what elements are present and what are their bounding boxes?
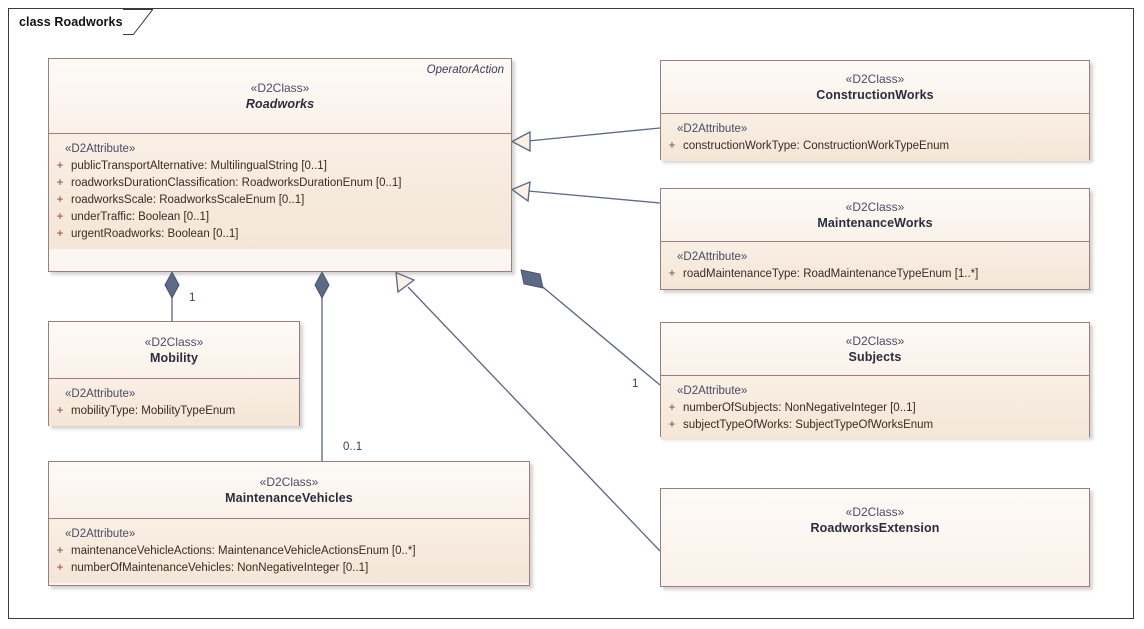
- class-separator-maintenanceworks: [661, 241, 1089, 242]
- attribute-visibility: +: [668, 419, 676, 431]
- class-name-subjects: Subjects: [848, 349, 902, 364]
- class-stereotype-roadworksextension: «D2Class»: [845, 505, 905, 519]
- class-separator-mobility: [49, 378, 299, 379]
- class-stereotype-mobility: «D2Class»: [144, 334, 204, 349]
- attribute-stereotype-maintenancevehicles: «D2Attribute»: [65, 528, 136, 540]
- attribute-visibility: +: [56, 228, 64, 240]
- attribute-row: + publicTransportAlternative: Multilingu…: [49, 158, 511, 175]
- class-separator-constructionworks: [661, 113, 1089, 114]
- attribute-visibility: +: [56, 405, 64, 417]
- attribute-visibility: +: [56, 545, 64, 557]
- attribute-text: mobilityType: MobilityTypeEnum: [71, 405, 236, 417]
- attribute-row: + mobilityType: MobilityTypeEnum: [49, 403, 299, 420]
- attribute-visibility: +: [56, 160, 64, 172]
- class-box-mobility[interactable]: «D2Class» Mobility «D2Attribute» + mobil…: [48, 321, 300, 426]
- attribute-row: + urgentRoadworks: Boolean [0..1]: [49, 226, 511, 243]
- attribute-visibility: +: [56, 562, 64, 574]
- multiplicity-mobility: 1: [189, 292, 196, 304]
- class-attributes-constructionworks: «D2Attribute» + constructionWorkType: Co…: [661, 114, 1089, 161]
- attribute-row: + underTraffic: Boolean [0..1]: [49, 209, 511, 226]
- class-header-maintenanceworks: «D2Class» MaintenanceWorks: [661, 189, 1089, 241]
- class-stereotype-roadworks: «D2Class»: [250, 80, 310, 95]
- attribute-text: publicTransportAlternative: Multilingual…: [71, 160, 327, 172]
- attribute-row: + constructionWorkType: ConstructionWork…: [661, 138, 1089, 155]
- class-stereotype-subjects: «D2Class»: [845, 333, 905, 348]
- diagram-frame: [8, 8, 1134, 619]
- attribute-visibility: +: [56, 211, 64, 223]
- attribute-text: subjectTypeOfWorks: SubjectTypeOfWorksEn…: [683, 419, 934, 431]
- class-box-constructionworks[interactable]: «D2Class» ConstructionWorks «D2Attribute…: [660, 60, 1090, 161]
- class-tag-roadworks: OperatorAction: [426, 64, 504, 76]
- class-name-maintenancevehicles: MaintenanceVehicles: [225, 490, 353, 505]
- class-header-subjects: «D2Class» Subjects: [661, 323, 1089, 375]
- attribute-stereotype-roadworks: «D2Attribute»: [65, 143, 136, 155]
- attribute-stereotype-constructionworks: «D2Attribute»: [677, 123, 748, 135]
- multiplicity-subjects: 1: [632, 378, 639, 390]
- class-header-maintenancevehicles: «D2Class» MaintenanceVehicles: [49, 462, 529, 518]
- attribute-stereotype-subjects: «D2Attribute»: [677, 385, 748, 397]
- class-attributes-mobility: «D2Attribute» + mobilityType: MobilityTy…: [49, 379, 299, 426]
- class-attributes-subjects: «D2Attribute» + numberOfSubjects: NonNeg…: [661, 376, 1089, 440]
- class-header-constructionworks: «D2Class» ConstructionWorks: [661, 61, 1089, 113]
- class-attributes-maintenanceworks: «D2Attribute» + roadMaintenanceType: Roa…: [661, 242, 1089, 289]
- class-name-roadworks: Roadworks: [245, 96, 315, 111]
- multiplicity-maintenancevehicles: 0..1: [343, 441, 363, 453]
- attribute-text: roadMaintenanceType: RoadMaintenanceType…: [683, 268, 979, 280]
- attribute-visibility: +: [668, 140, 676, 152]
- class-stereotype-maintenancevehicles: «D2Class»: [259, 474, 319, 489]
- class-header-roadworksextension: «D2Class» RoadworksExtension: [661, 489, 1089, 586]
- class-attributes-maintenancevehicles: «D2Attribute» + maintenanceVehicleAction…: [49, 519, 529, 583]
- class-separator-roadworks: [49, 133, 511, 134]
- class-name-maintenanceworks: MaintenanceWorks: [817, 215, 933, 230]
- attribute-text: maintenanceVehicleActions: MaintenanceVe…: [71, 545, 416, 557]
- class-stereotype-constructionworks: «D2Class»: [845, 71, 905, 86]
- class-separator-subjects: [661, 375, 1089, 376]
- attribute-text: constructionWorkType: ConstructionWorkTy…: [683, 140, 950, 152]
- class-name-constructionworks: ConstructionWorks: [816, 87, 934, 102]
- attribute-row: + roadworksDurationClassification: Roadw…: [49, 175, 511, 192]
- attribute-text: roadworksScale: RoadworksScaleEnum [0..1…: [71, 194, 305, 206]
- class-name-mobility: Mobility: [149, 350, 199, 365]
- attribute-visibility: +: [668, 268, 676, 280]
- diagram-frame-label: class Roadworks: [19, 15, 123, 29]
- class-box-roadworks[interactable]: OperatorAction «D2Class» Roadworks «D2At…: [48, 58, 512, 272]
- class-box-maintenanceworks[interactable]: «D2Class» MaintenanceWorks «D2Attribute»…: [660, 188, 1090, 290]
- attribute-text: numberOfMaintenanceVehicles: NonNegative…: [71, 562, 369, 574]
- attribute-row: + subjectTypeOfWorks: SubjectTypeOfWorks…: [661, 417, 1089, 434]
- attribute-visibility: +: [56, 194, 64, 206]
- attribute-text: roadworksDurationClassification: Roadwor…: [71, 177, 402, 189]
- attribute-row: + numberOfMaintenanceVehicles: NonNegati…: [49, 560, 529, 577]
- attribute-text: numberOfSubjects: NonNegativeInteger [0.…: [683, 402, 916, 414]
- attribute-row: + roadMaintenanceType: RoadMaintenanceTy…: [661, 266, 1089, 283]
- attribute-visibility: +: [56, 177, 64, 189]
- class-attributes-roadworks: «D2Attribute» + publicTransportAlternati…: [49, 134, 511, 249]
- attribute-visibility: +: [668, 402, 676, 414]
- class-box-roadworksextension[interactable]: «D2Class» RoadworksExtension: [660, 488, 1090, 587]
- attribute-stereotype-mobility: «D2Attribute»: [65, 388, 136, 400]
- attribute-row: + numberOfSubjects: NonNegativeInteger […: [661, 400, 1089, 417]
- class-stereotype-maintenanceworks: «D2Class»: [845, 199, 905, 214]
- class-box-subjects[interactable]: «D2Class» Subjects «D2Attribute» + numbe…: [660, 322, 1090, 440]
- class-name-roadworksextension: RoadworksExtension: [810, 521, 940, 535]
- attribute-row: + roadworksScale: RoadworksScaleEnum [0.…: [49, 192, 511, 209]
- diagram-frame-tab: class Roadworks: [8, 8, 159, 35]
- attribute-stereotype-maintenanceworks: «D2Attribute»: [677, 251, 748, 263]
- attribute-text: urgentRoadworks: Boolean [0..1]: [71, 228, 239, 240]
- class-header-mobility: «D2Class» Mobility: [49, 322, 299, 378]
- attribute-text: underTraffic: Boolean [0..1]: [71, 211, 210, 223]
- class-separator-maintenancevehicles: [49, 518, 529, 519]
- attribute-row: + maintenanceVehicleActions: Maintenance…: [49, 543, 529, 560]
- frame-tab-slant-icon: [122, 9, 153, 35]
- class-box-maintenancevehicles[interactable]: «D2Class» MaintenanceVehicles «D2Attribu…: [48, 461, 530, 586]
- class-header-roadworks: OperatorAction «D2Class» Roadworks: [49, 59, 511, 133]
